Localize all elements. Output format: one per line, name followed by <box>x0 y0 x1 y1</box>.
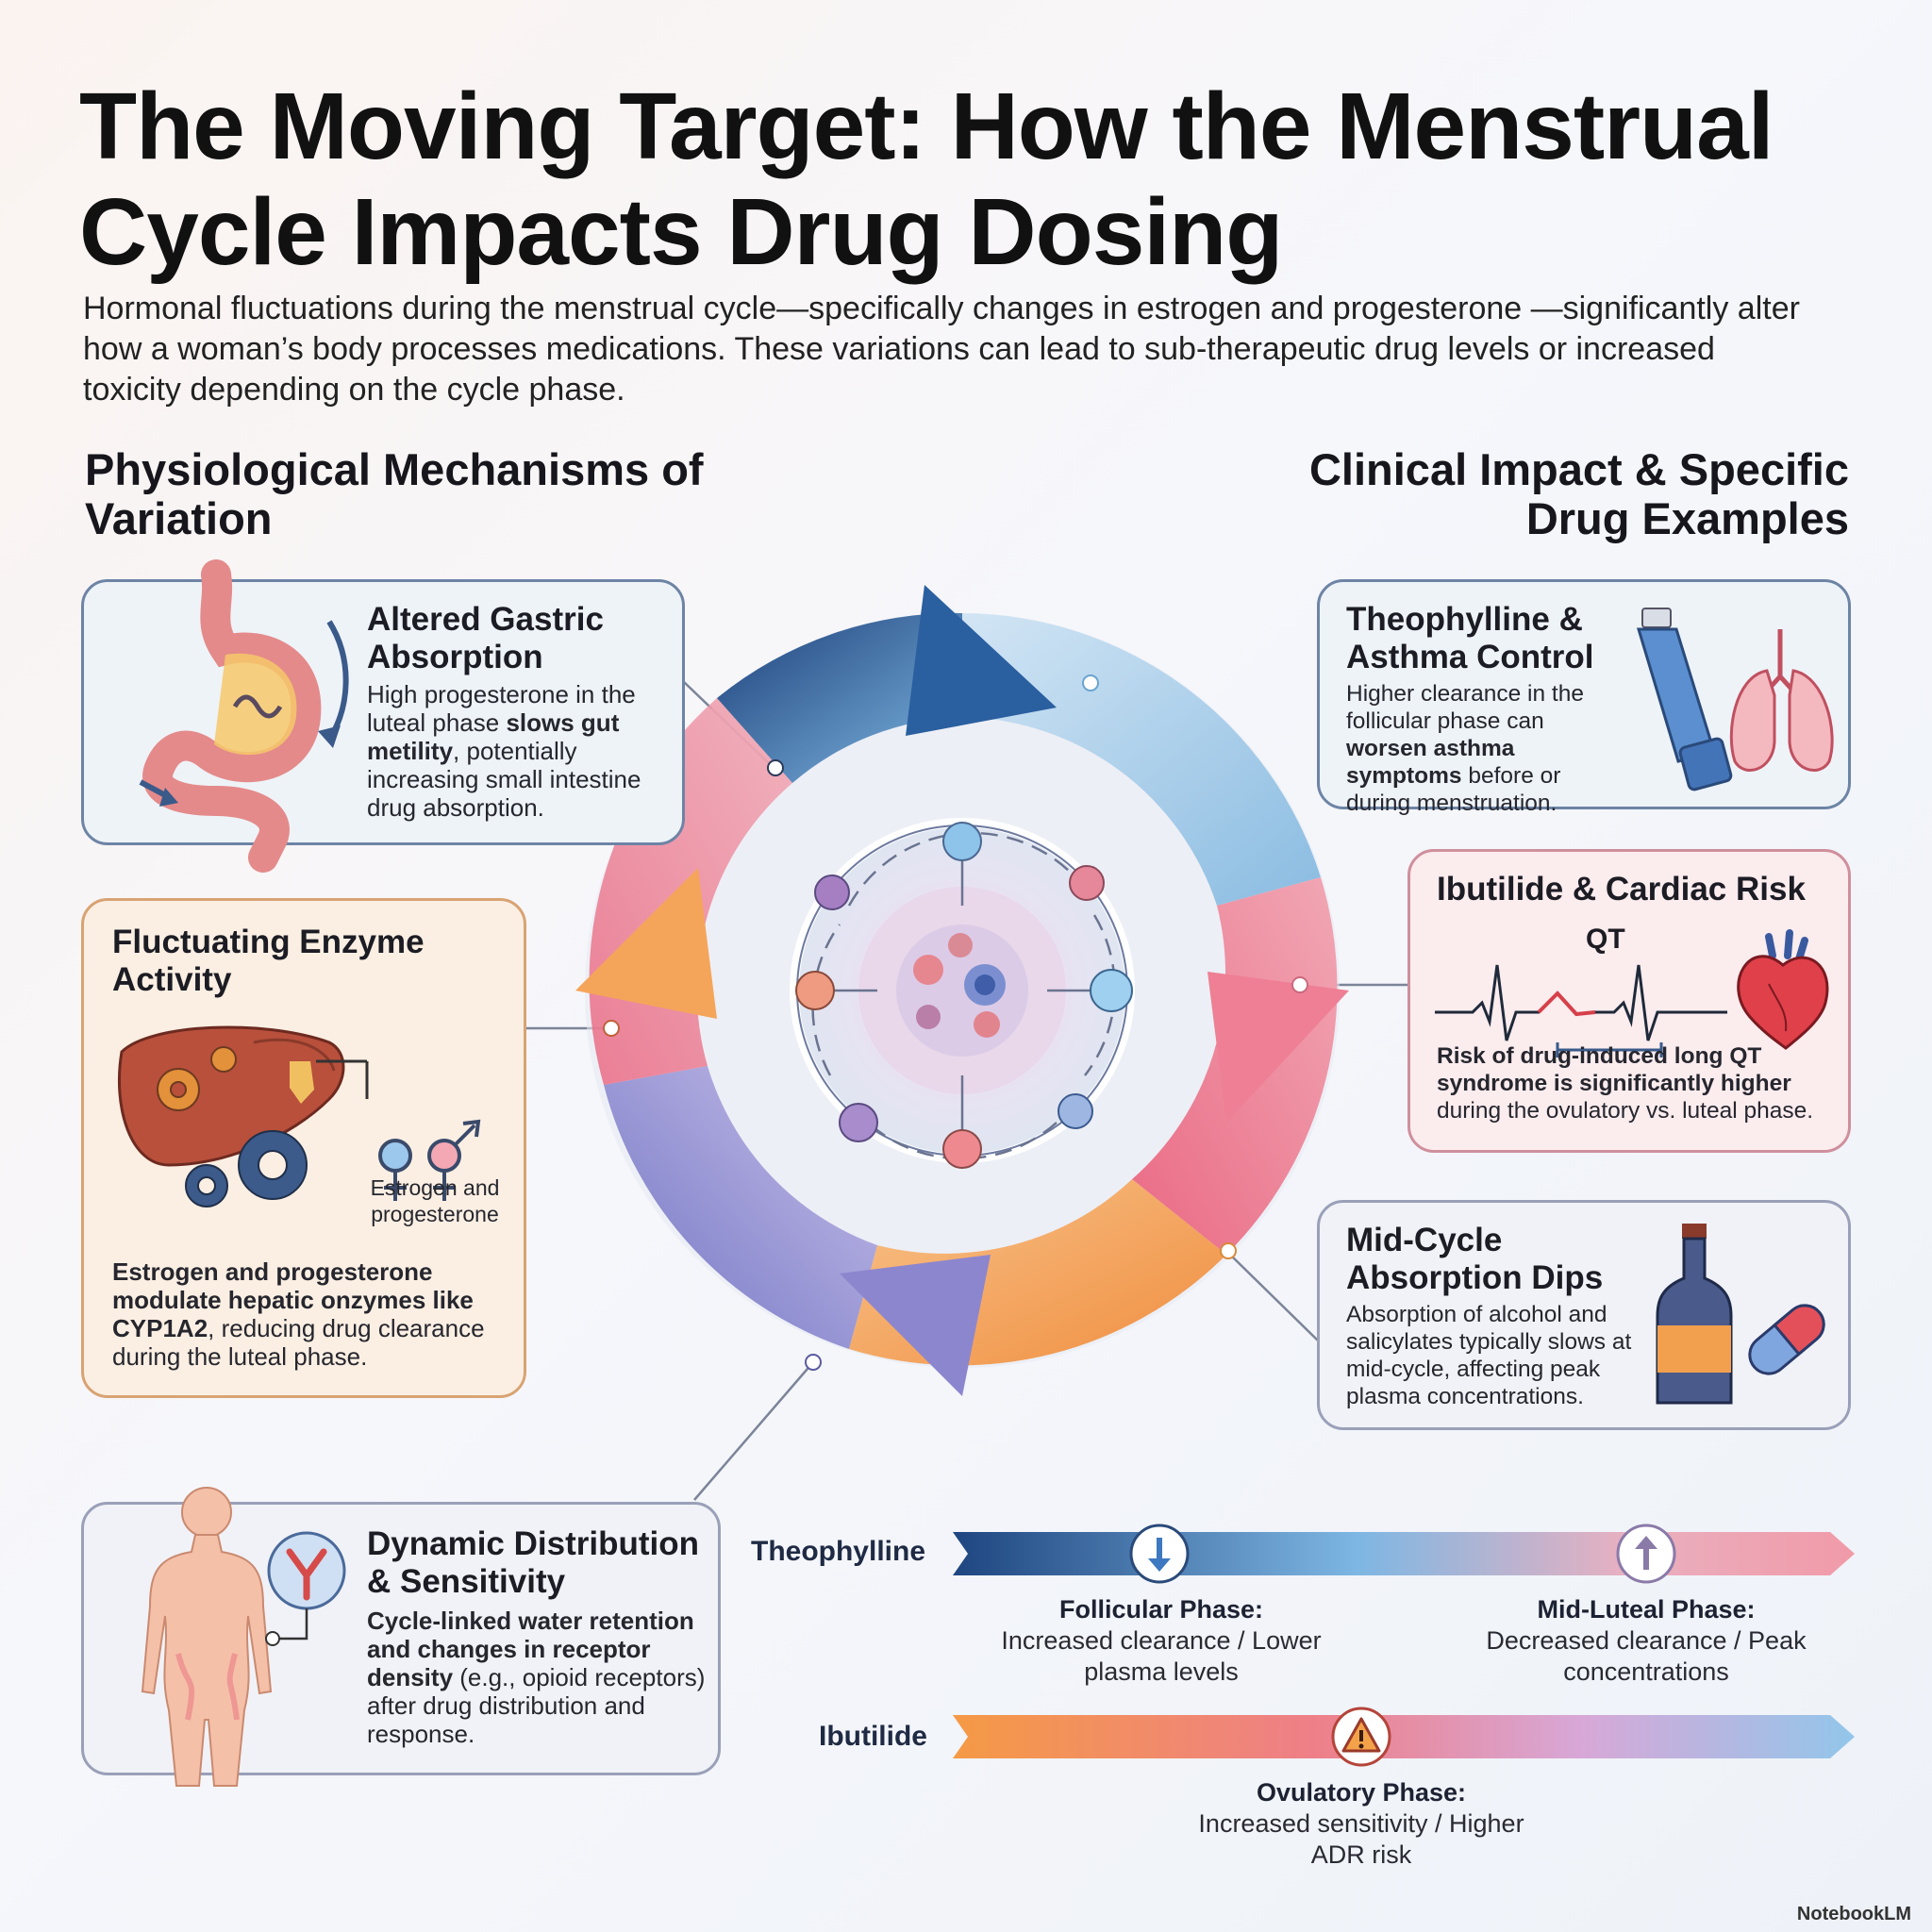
card-description: Estrogen and progesterone modulate hepat… <box>112 1257 485 1371</box>
right-section-heading: Clinical Impact & Specific Drug Examples <box>1308 444 1849 543</box>
card-description: Cycle-linked water retention and changes… <box>367 1607 706 1748</box>
qt-label: QT <box>1586 924 1625 955</box>
card-title: Dynamic Distribution & Sensitivity <box>367 1525 699 1600</box>
female-symbol-icon <box>378 1139 412 1201</box>
warning-icon <box>1331 1707 1391 1767</box>
card-distribution: Dynamic Distribution & Sensitivity Cycle… <box>81 1487 721 1787</box>
gear-icon <box>157 1046 237 1111</box>
timeline-bar-ibutilide <box>953 1715 1855 1758</box>
phase-follicular: Follicular Phase:Increased clearance / L… <box>1001 1595 1322 1686</box>
card-title: Fluctuating Enzyme Activity <box>112 924 425 998</box>
lungs-icon <box>1729 629 1834 772</box>
stomach-icon <box>139 559 349 873</box>
card-theophylline: Theophylline & Asthma Control Higher cle… <box>1317 579 1851 816</box>
body-silhouette-icon <box>141 1487 273 1787</box>
pill-icon <box>1748 1304 1825 1375</box>
card-title: Mid-Cycle Absorption Dips <box>1346 1222 1604 1296</box>
bottle-icon <box>1656 1224 1733 1405</box>
card-description: Absorption of alcohol and salicylates ty… <box>1346 1302 1632 1409</box>
receptor-icon <box>265 1531 346 1646</box>
up-arrow-icon <box>1616 1524 1676 1584</box>
cell-network-icon <box>795 822 1133 1169</box>
card-midcycle: Mid-Cycle Absorption Dips Absorption of … <box>1317 1200 1851 1430</box>
phase-ovulatory: Ovulatory Phase:Increased sensitivity / … <box>1198 1778 1524 1869</box>
card-description: Higher clearance in the follicular phase… <box>1346 681 1584 816</box>
card-enzyme-activity: Fluctuating Enzyme Activity <box>81 898 526 1398</box>
cycle-arrows-icon <box>575 585 1349 1396</box>
card-title: Ibutilide & Cardiac Risk <box>1437 871 1806 908</box>
card-ibutilide: Ibutilide & Cardiac Risk QT Risk of drug… <box>1407 849 1851 1153</box>
intro-text: Hormonal fluctuations during the menstru… <box>83 291 1800 408</box>
phase-mid-luteal: Mid-Luteal Phase:Decreased clearance / P… <box>1486 1595 1807 1686</box>
left-section-heading: Physiological Mechanisms of Variation <box>85 444 704 543</box>
timeline-label-ibutilide: Ibutilide <box>819 1721 927 1752</box>
card-description: High progesterone in the luteal phase sl… <box>367 680 641 822</box>
gear-icon <box>185 1130 308 1208</box>
liver-icon <box>117 1025 481 1208</box>
page-title: The Moving Target: How the Menstrual Cyc… <box>79 74 1774 285</box>
inhaler-icon <box>1636 608 1733 791</box>
hormone-label: Estrogen and progesterone <box>370 1175 500 1226</box>
footer-brand: NotebookLM <box>1796 1904 1911 1924</box>
down-arrow-icon <box>1129 1524 1190 1584</box>
card-gastric-absorption: Altered Gastric Absorption High progeste… <box>81 559 685 873</box>
card-title: Theophylline & Asthma Control <box>1346 601 1594 675</box>
card-title: Altered Gastric Absorption <box>367 601 604 675</box>
male-symbol-icon <box>427 1119 481 1201</box>
timeline-label-theophylline: Theophylline <box>751 1536 926 1567</box>
timeline-bar-theophylline <box>953 1532 1855 1575</box>
ecg-icon <box>1435 964 1727 1058</box>
heart-icon <box>1737 929 1829 1050</box>
card-description: Risk of drug-induced long QT syndrome is… <box>1437 1043 1814 1124</box>
